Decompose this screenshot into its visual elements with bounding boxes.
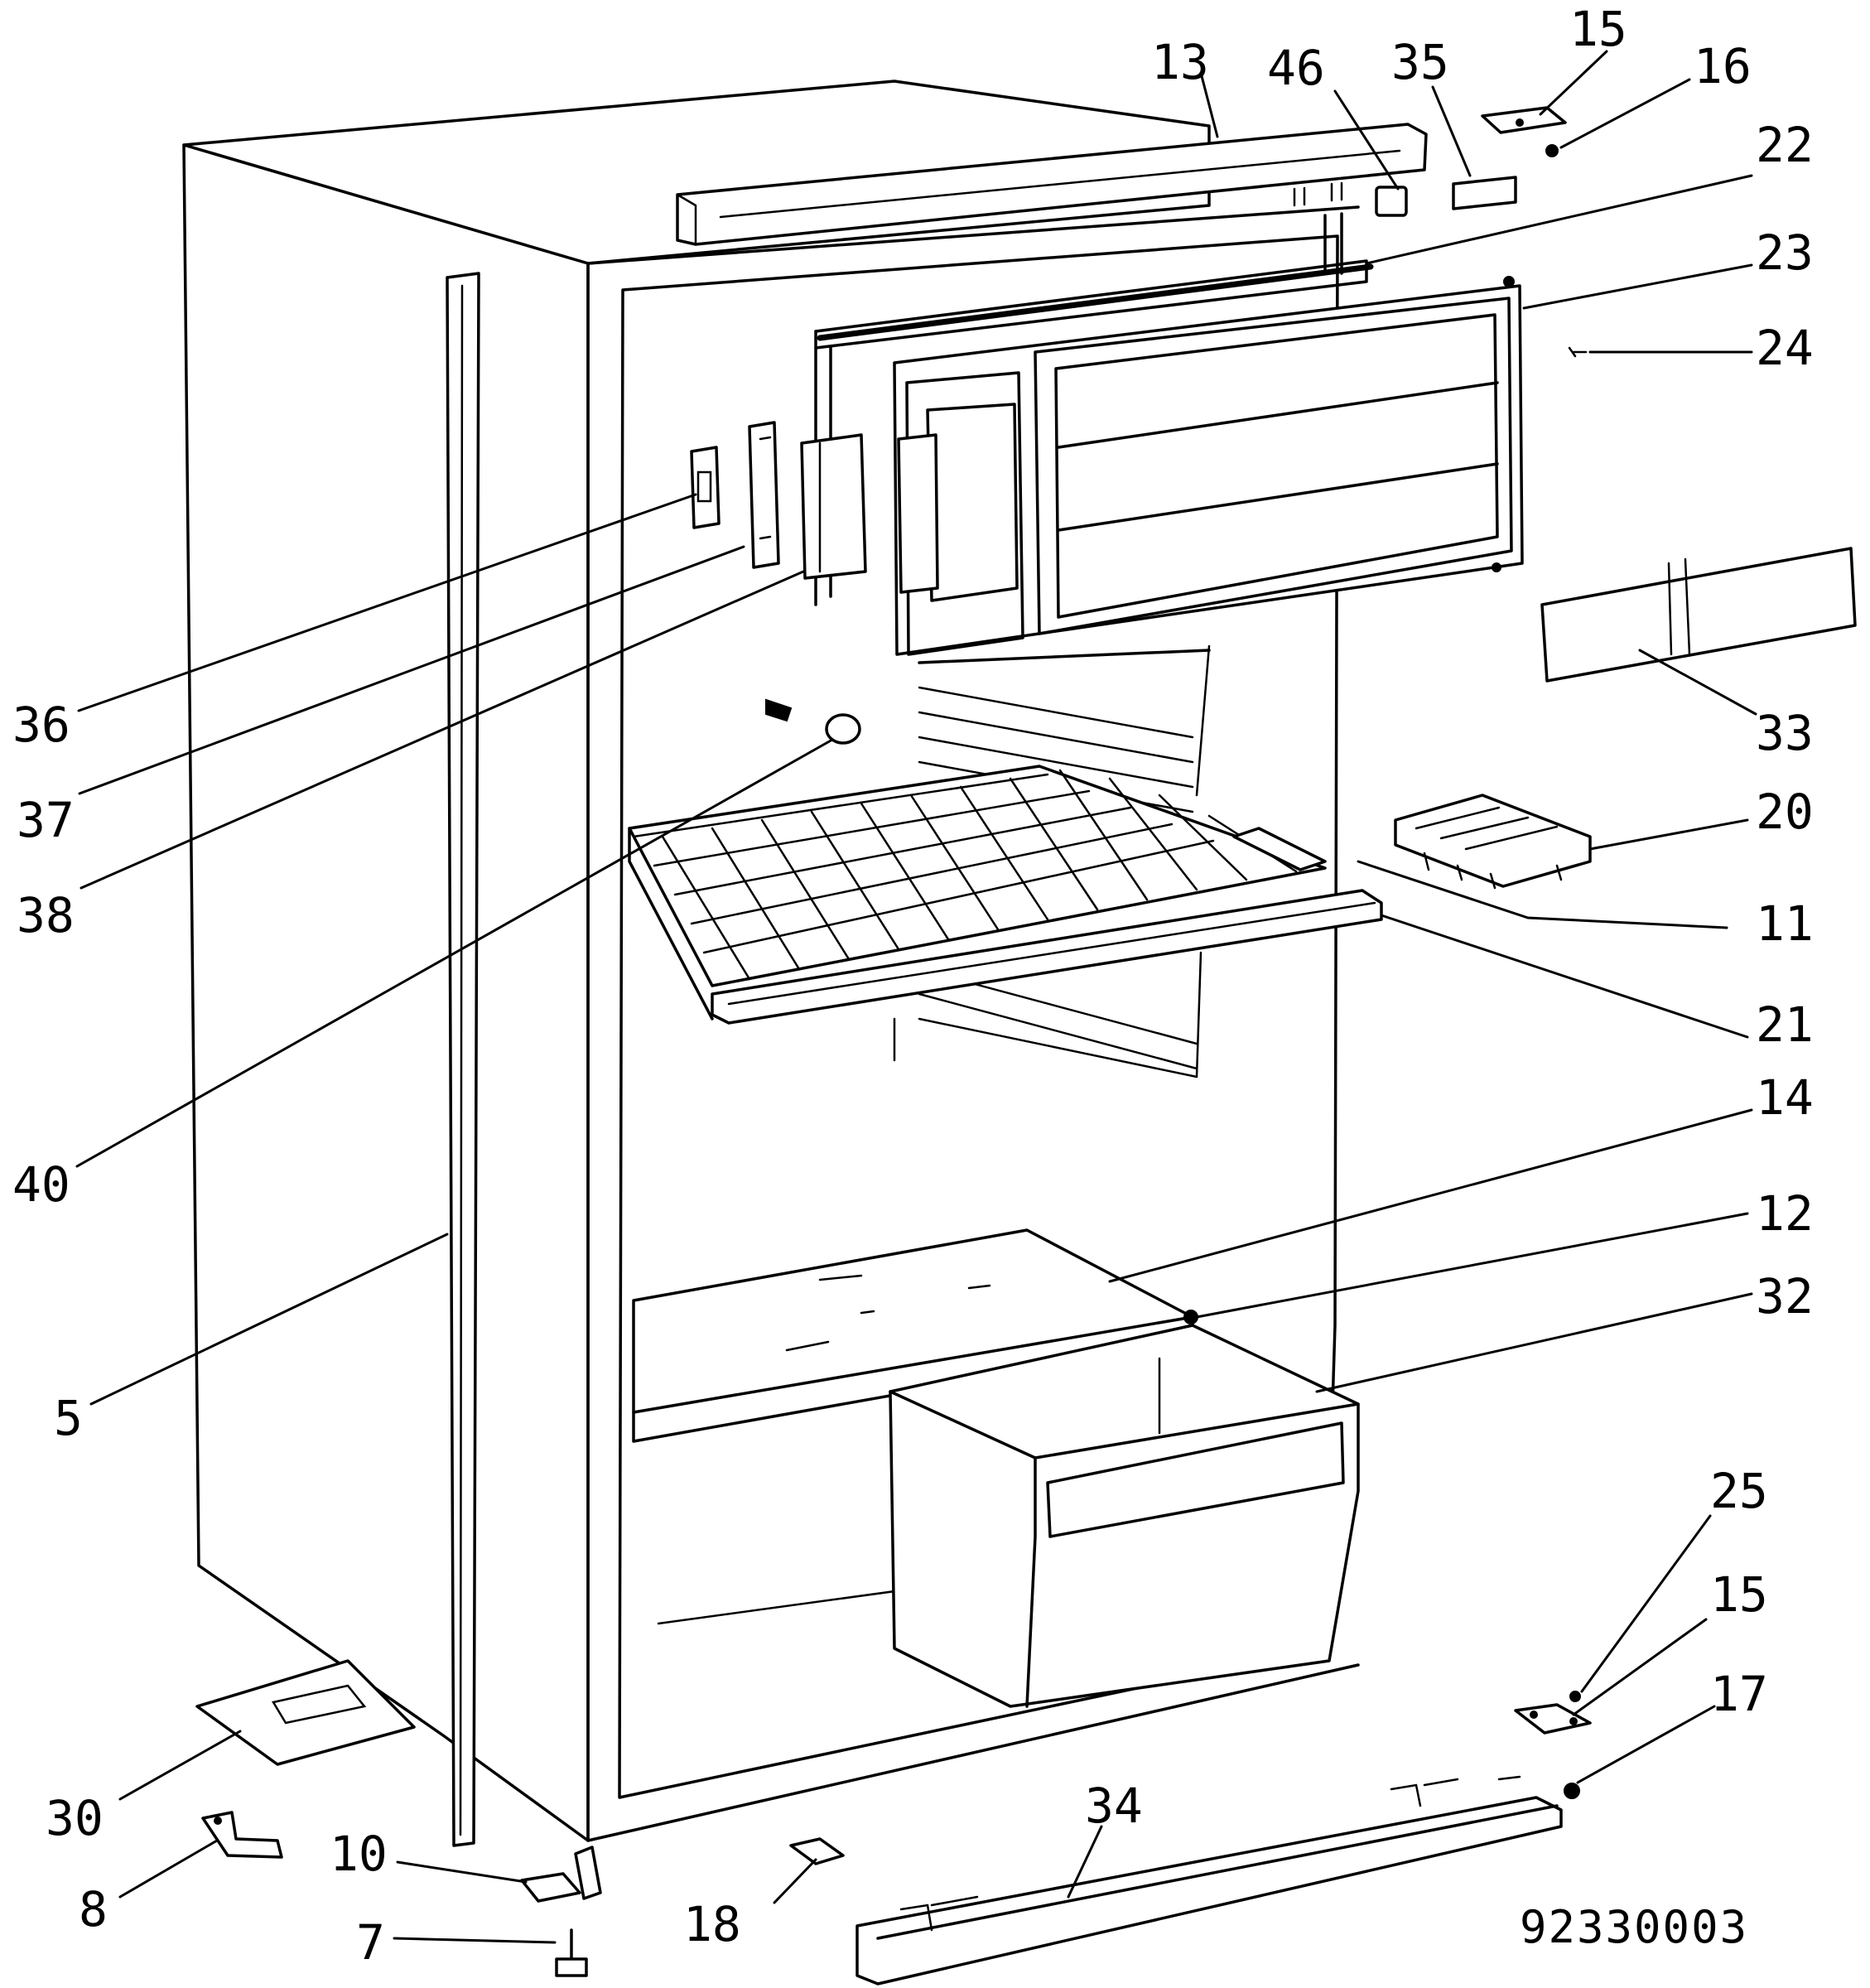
base-plate-30 (195, 1659, 416, 1766)
nut-17 (1564, 1783, 1580, 1799)
callout-25: 25 (1710, 1463, 1768, 1519)
callout-labels: 13 46 35 15 16 22 23 24 33 20 11 21 14 1… (12, 1, 1814, 1971)
callout-8: 8 (79, 1881, 108, 1937)
callout-22: 22 (1756, 117, 1814, 173)
callout-10: 10 (330, 1826, 388, 1882)
callout-33: 33 (1756, 705, 1814, 761)
callout-15-bottom: 15 (1710, 1566, 1768, 1623)
shelf-front-rail-21 (711, 889, 1383, 1025)
callout-21: 21 (1756, 996, 1814, 1053)
crisper-drawer-32 (889, 1324, 1360, 1708)
top-trim-panel (676, 123, 1428, 246)
callout-7: 7 (356, 1914, 385, 1971)
callout-34: 34 (1085, 1778, 1143, 1834)
thermostat-knob-40 (765, 698, 861, 745)
label-plate-35 (1452, 176, 1517, 210)
clip-18 (789, 1837, 845, 1865)
adjustable-foot-7 (555, 1928, 588, 1977)
callout-46: 46 (1267, 40, 1325, 96)
callout-11: 11 (1756, 895, 1814, 952)
callout-40: 40 (12, 1156, 70, 1213)
latch-parts (690, 421, 867, 580)
hinge-top (1481, 106, 1567, 134)
wire-shelf-11 (628, 765, 1327, 1021)
callout-16: 16 (1694, 38, 1752, 94)
bottom-hinge-10 (520, 1846, 602, 1903)
kick-plate-34 (855, 1775, 1563, 1986)
glass-panel-33 (1540, 547, 1857, 683)
callout-37: 37 (17, 792, 75, 848)
callout-24: 24 (1756, 320, 1814, 376)
freezer-door-23 (893, 276, 1524, 656)
callout-17: 17 (1710, 1666, 1768, 1722)
control-knob-46 (1375, 186, 1408, 217)
door-pin-24 (1568, 346, 1588, 358)
callout-36: 36 (12, 697, 70, 753)
callout-30: 30 (46, 1790, 104, 1846)
hinge-screw-16 (1545, 144, 1559, 157)
callout-18: 18 (683, 1896, 741, 1952)
callout-13: 13 (1151, 34, 1209, 90)
washer-25 (1569, 1691, 1581, 1702)
callout-23: 23 (1756, 224, 1814, 281)
leader-lines (75, 50, 1757, 1944)
callout-35: 35 (1391, 34, 1449, 90)
hinge-bracket-8 (201, 1811, 283, 1859)
callout-38: 38 (17, 887, 75, 943)
callout-32: 32 (1756, 1268, 1814, 1325)
ice-tray-20 (1394, 794, 1592, 890)
callout-14: 14 (1756, 1069, 1814, 1126)
callout-12: 12 (1756, 1185, 1814, 1242)
drawing-code: 92330003 (1520, 1901, 1748, 1953)
bottom-right-hinge (1514, 1703, 1592, 1735)
callout-15-top: 15 (1569, 1, 1627, 57)
door-seal-strip (446, 272, 480, 1847)
callout-5: 5 (54, 1390, 83, 1446)
callout-20: 20 (1756, 784, 1814, 840)
